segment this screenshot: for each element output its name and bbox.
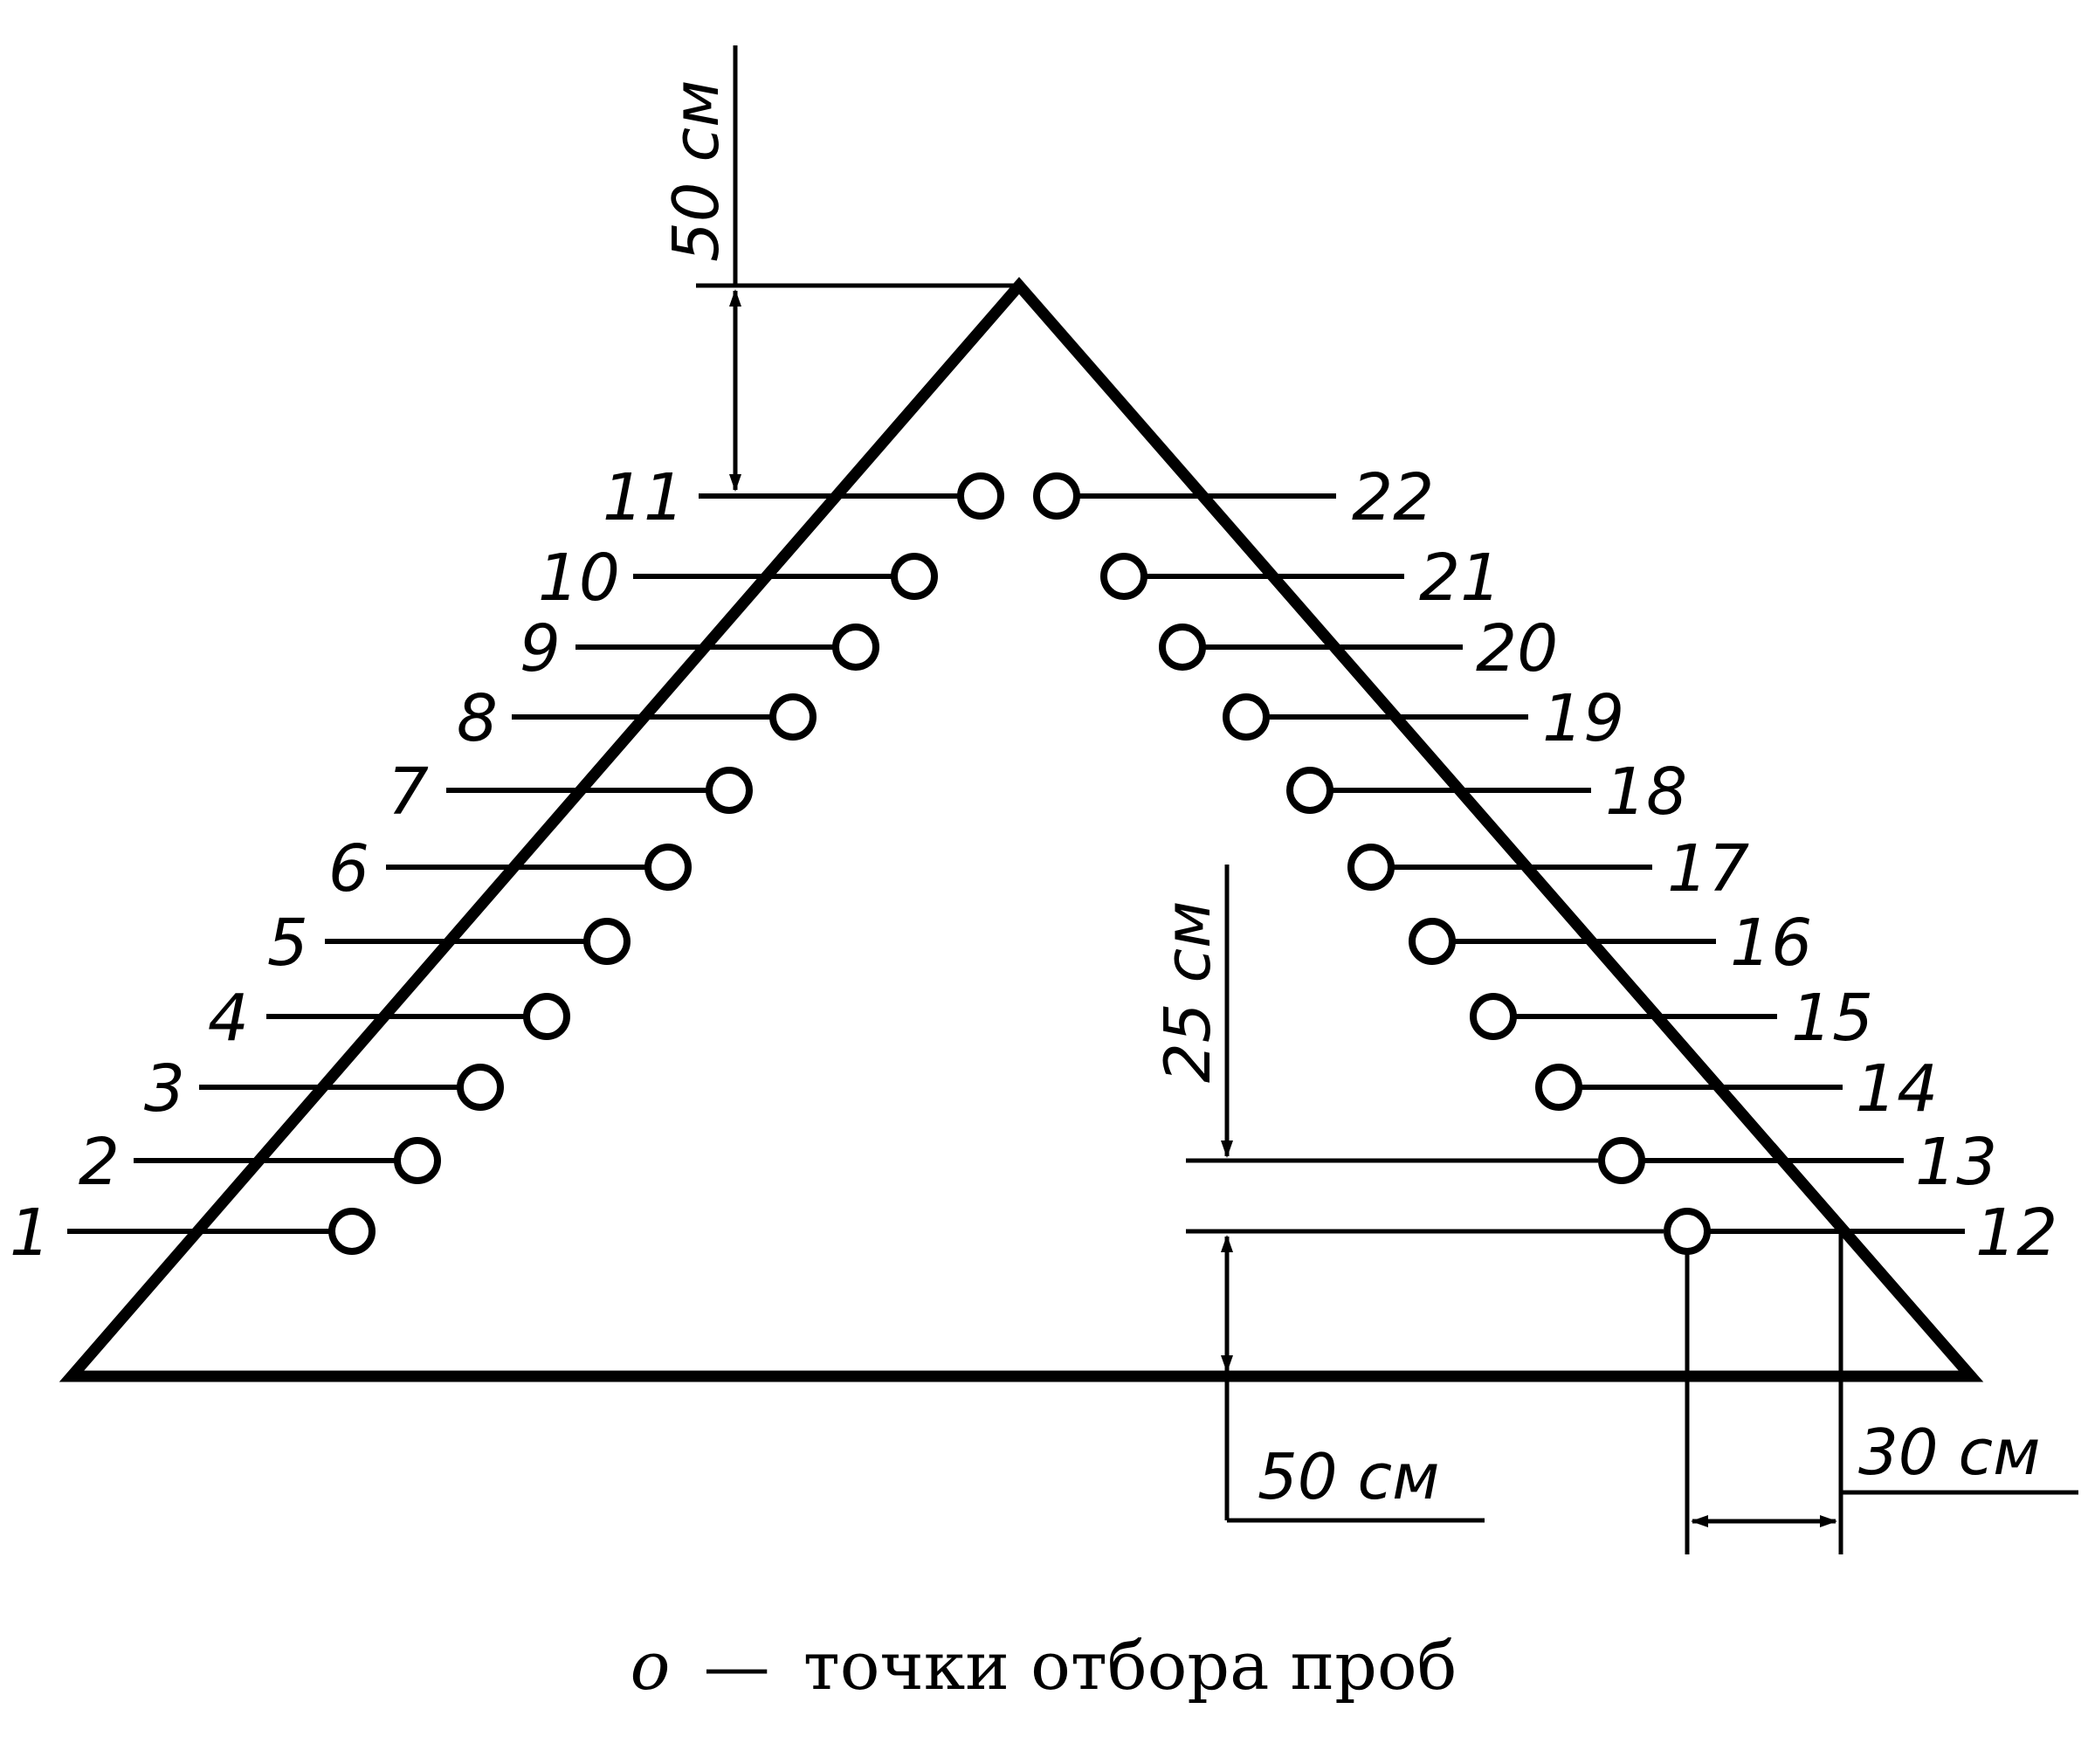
sampling-point-marker — [1535, 1064, 1582, 1111]
sampling-point: 9 — [520, 611, 879, 686]
point-number-label: 17 — [1667, 831, 1749, 906]
point-number-label: 16 — [1730, 906, 1812, 981]
pile-outline — [59, 277, 1984, 1382]
edge-dimension: 30 см — [1685, 1231, 2078, 1554]
point-number-label: 13 — [1915, 1125, 1997, 1200]
sampling-point-marker — [1598, 1137, 1645, 1184]
sampling-point: 7 — [388, 755, 753, 830]
sampling-point: 12 — [1664, 1196, 2057, 1271]
sampling-point: 14 — [1535, 1051, 1938, 1127]
sampling-point: 15 — [1470, 981, 1873, 1056]
bottom-dimension: 50 см — [1221, 1235, 1485, 1523]
sampling-point: 4 — [208, 981, 570, 1056]
point-number-label: 5 — [267, 906, 308, 981]
sampling-point-marker — [328, 1208, 376, 1255]
sampling-point: 10 — [538, 541, 938, 616]
sampling-point: 22 — [1033, 460, 1434, 535]
point-number-label: 12 — [1975, 1196, 2057, 1271]
top-dimension-label: 50 см — [659, 80, 733, 262]
sampling-point-marker — [1470, 993, 1517, 1040]
point-number-label: 6 — [328, 831, 369, 906]
sampling-point-marker — [1223, 693, 1270, 741]
point-number-label: 19 — [1542, 681, 1624, 756]
point-number-label: 9 — [520, 611, 561, 686]
sampling-point: 13 — [1598, 1125, 1997, 1200]
point-number-label: 21 — [1419, 541, 1501, 616]
sampling-point: 2 — [79, 1125, 441, 1200]
point-number-label: 8 — [457, 681, 498, 756]
sampling-point: 6 — [328, 831, 692, 906]
point-number-label: 7 — [388, 755, 429, 830]
sampling-point: 8 — [457, 681, 817, 756]
sampling-point-marker — [832, 624, 879, 671]
sampling-point: 20 — [1159, 611, 1558, 686]
point-number-label: 20 — [1476, 611, 1558, 686]
point-number-label: 3 — [144, 1051, 185, 1127]
point-number-label: 22 — [1352, 460, 1434, 535]
row-spacing-label: 25 см — [1151, 901, 1224, 1083]
edge-dimension-label: 30 см — [1858, 1416, 2040, 1489]
sampling-point-marker — [1347, 844, 1395, 891]
top-dimension: 50 см — [659, 45, 1019, 492]
legend-dash: — — [704, 1627, 770, 1705]
point-number-label: 15 — [1791, 981, 1873, 1056]
point-number-label: 18 — [1605, 755, 1687, 830]
point-number-label: 1 — [10, 1196, 51, 1271]
sampling-point-marker — [457, 1064, 504, 1111]
sampling-point-marker — [891, 553, 938, 600]
sampling-point: 19 — [1223, 681, 1624, 756]
legend-caption: о — точки отбора проб — [631, 1627, 1457, 1705]
sampling-point-marker — [1409, 918, 1456, 965]
point-number-label: 10 — [538, 541, 620, 616]
sampling-point-marker — [644, 844, 692, 891]
legend-symbol: о — [631, 1627, 671, 1705]
sampling-point: 21 — [1100, 541, 1501, 616]
sampling-point-marker — [523, 993, 570, 1040]
sampling-point-marker — [583, 918, 631, 965]
bottom-dimension-label: 50 см — [1258, 1440, 1439, 1513]
sampling-point-marker — [706, 767, 753, 814]
row-spacing-dimension: 25 см — [1151, 865, 1664, 1234]
sampling-point-marker — [1100, 553, 1147, 600]
legend-text: о — точки отбора проб — [631, 1627, 1457, 1705]
point-number-label: 11 — [603, 460, 685, 535]
legend-description: точки отбора проб — [803, 1627, 1457, 1705]
sampling-point: 5 — [267, 906, 631, 981]
sampling-point-marker — [769, 693, 817, 741]
point-number-label: 2 — [79, 1125, 120, 1200]
point-number-label: 4 — [208, 981, 249, 1056]
sampling-point: 16 — [1409, 906, 1812, 981]
sampling-point: 17 — [1347, 831, 1749, 906]
sampling-point-marker — [1033, 472, 1080, 520]
point-number-label: 14 — [1856, 1051, 1938, 1127]
sampling-point-marker — [1159, 624, 1206, 671]
sampling-point: 3 — [144, 1051, 504, 1127]
sampling-point-marker — [394, 1137, 441, 1184]
sampling-point-marker — [957, 472, 1004, 520]
sampling-point-marker — [1286, 767, 1333, 814]
sampling-point: 1 — [10, 1196, 376, 1271]
sampling-point: 11 — [603, 460, 1004, 535]
sampling-point-marker — [1664, 1208, 1711, 1255]
sampling-point: 18 — [1286, 755, 1687, 830]
